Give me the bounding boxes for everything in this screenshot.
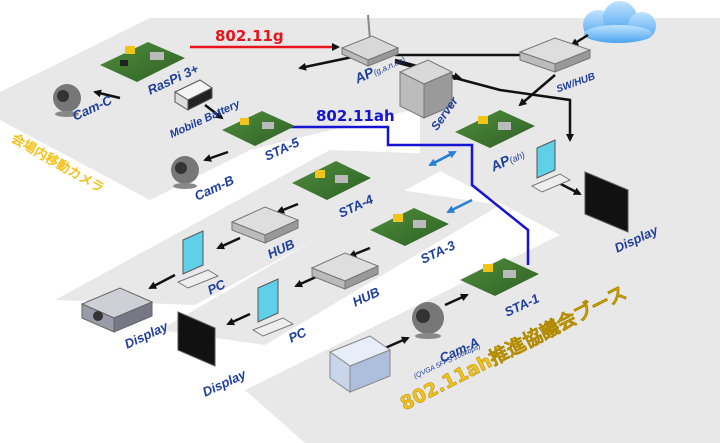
panel-mobile [0, 20, 290, 195]
monitor-icon-pc1 [176, 230, 220, 289]
server-icon [398, 59, 454, 119]
hub-icon-2 [310, 252, 380, 290]
pet-carrier-icon [328, 335, 392, 393]
cloud-icon [583, 1, 656, 43]
display-icon-main [584, 171, 629, 233]
camera-icon-b [171, 156, 199, 189]
monitor-icon-ap [530, 139, 572, 193]
projector-icon [80, 287, 154, 333]
raspi-board-sta1 [460, 258, 539, 296]
raspi-board-c [100, 42, 185, 82]
router-icon [340, 14, 400, 67]
battery-icon [173, 79, 213, 111]
switch-icon-top [518, 37, 592, 73]
raspi-board-sta3 [370, 208, 449, 246]
raspi-board-sta5 [222, 111, 295, 146]
raspi-board-sta4 [292, 161, 371, 200]
display-icon-2 [177, 311, 216, 367]
link-label-80211ah: 802.11ah [316, 107, 395, 125]
raspi-board-ap-ah [455, 110, 535, 148]
camera-icon-a [412, 302, 444, 339]
panel-booth [245, 220, 720, 443]
hub-icon-1 [230, 206, 300, 244]
camera-icon-c [53, 84, 81, 117]
link-label-80211g: 802.11g [215, 27, 284, 45]
monitor-icon-pc2 [251, 278, 295, 337]
